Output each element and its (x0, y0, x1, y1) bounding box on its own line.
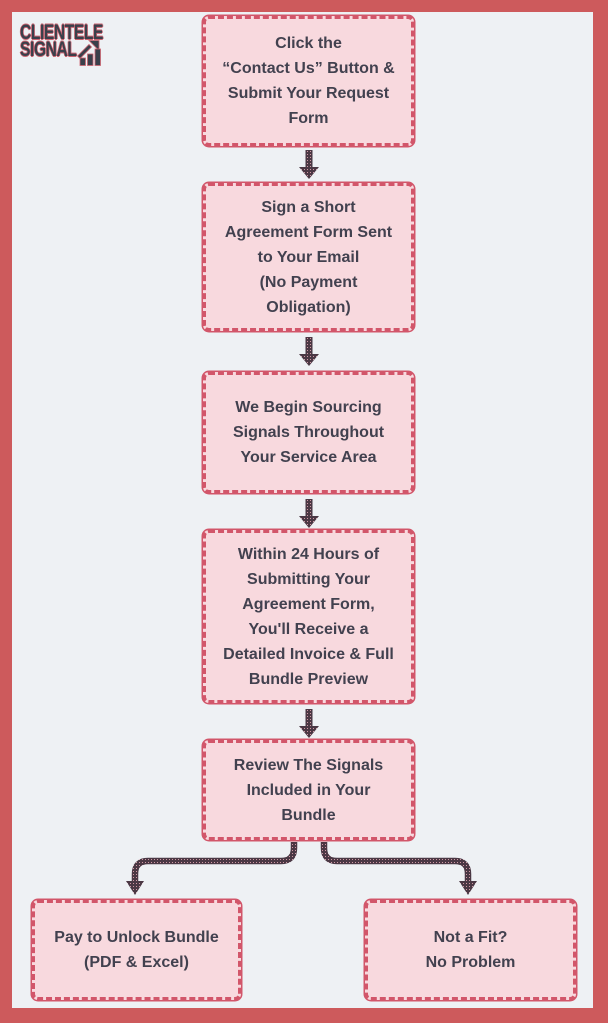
page-background (12, 12, 593, 1008)
step-box-review: Review The Signals Included in Your Bund… (203, 740, 414, 840)
step-box-agreement: Sign a Short Agreement Form Sent to Your… (203, 183, 414, 331)
branch-arrows (126, 842, 477, 895)
clientele-signal-logo: CLIENTELE SIGNAL (20, 21, 140, 72)
logo-wordmark: CLIENTELE SIGNAL (20, 21, 109, 61)
outcome-box-not-fit: Not a Fit? No Problem (365, 900, 576, 1000)
down-arrow-icon (299, 150, 319, 179)
down-arrow-icon (299, 499, 319, 528)
step-box-contact: Click the “Contact Us” Button & Submit Y… (203, 16, 414, 146)
step-box-sourcing: We Begin Sourcing Signals Throughout You… (203, 372, 414, 493)
outcome-box-pay: Pay to Unlock Bundle (PDF & Excel) (32, 900, 241, 1000)
down-arrow-icon (299, 709, 319, 738)
down-arrow-icon (299, 337, 319, 366)
bar-chart-growth-icon (76, 40, 101, 66)
step-box-invoice: Within 24 Hours of Submitting Your Agree… (203, 530, 414, 703)
logo-line-2: SIGNAL (20, 38, 77, 61)
logo-line-1: CLIENTELE (20, 21, 104, 44)
